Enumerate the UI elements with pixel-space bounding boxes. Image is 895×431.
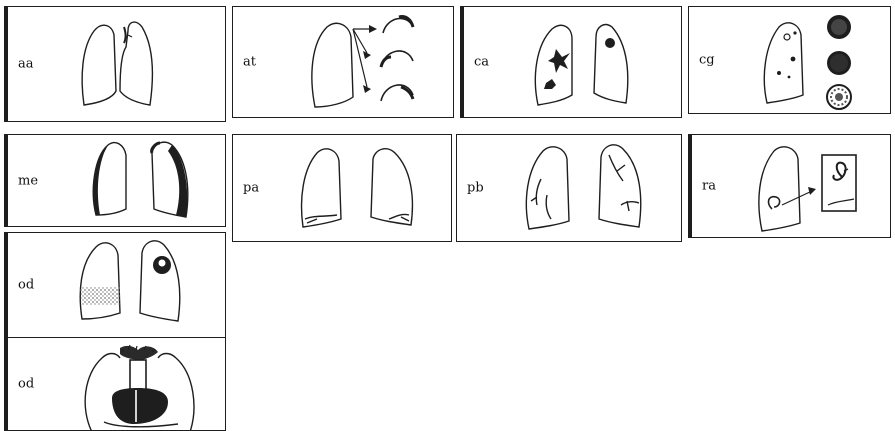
lungs-atelectasis-drawing [233,7,454,118]
panel-pb: pb [456,134,682,242]
panel-pa: pa [232,134,452,242]
lungs-aortic-arch-drawing [8,7,226,122]
panel-me: me [4,134,226,227]
lungs-rounded-atelectasis-drawing [692,135,891,238]
panel-ra: ra [688,134,891,238]
panel-od-2: od [4,337,226,431]
panel-ca: ca [460,6,682,118]
lungs-pulmonary-fibrosis-b-drawing [457,135,682,242]
lungs-pulmonary-fibrosis-a-drawing [233,135,452,242]
panel-at: at [232,6,454,118]
lungs-calcified-granuloma-drawing [689,7,891,114]
lungs-other-disease-effusion-drawing [8,233,226,338]
panel-cg: cg [688,6,891,114]
panel-od-1: od [4,232,226,338]
lungs-carcinoma-drawing [464,7,682,118]
panel-aa: aa [4,6,226,122]
lungs-mesothelioma-drawing [8,135,226,227]
lungs-other-disease-mediastinal-drawing [8,338,226,431]
